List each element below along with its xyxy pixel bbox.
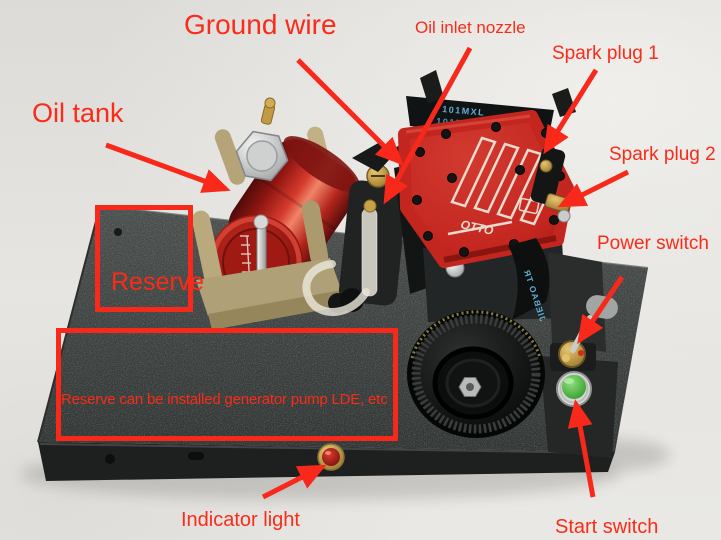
cover-badge [518,197,540,215]
tank-bracket-prong [214,129,246,185]
engine-assembly: 101MXL 101MXL [352,70,618,438]
indicator-light [317,443,345,471]
label-oil-inlet-nozzle: Oil inlet nozzle [415,18,526,37]
label-spark-plug-2: Spark plug 2 [609,144,716,165]
label-ground-wire: Ground wire [184,9,337,40]
arrow-oil-tank [105,142,231,193]
arrow-ground-wire [296,58,404,166]
fuel-tube-loop [302,260,370,316]
flywheel [407,310,545,438]
plate-hole [114,228,122,236]
arrow-spark-plug-2 [557,169,630,208]
valve-cover: OTTO [398,110,574,268]
timing-belt-side [508,238,550,320]
label-power-switch: Power switch [597,233,709,254]
reserve-highlight-box [95,205,193,312]
label-reserve: Reserve [111,268,205,296]
cover-brand-text: OTTO [459,217,495,238]
arrow-indicator-light [261,464,327,500]
engine-tab [420,70,444,104]
tank-bracket-prong [191,210,223,286]
tank-nozzle [260,97,276,125]
tank-bracket-base [196,258,342,316]
spark-plug-1 [539,159,553,173]
label-spark-plug-1: Spark plug 1 [552,43,659,64]
label-indicator-light: Indicator light [181,509,300,531]
oil-tank-assembly [191,97,361,330]
plate-left-edge [37,205,101,443]
arrow-oil-inlet-nozzle [383,46,473,205]
front-slot [188,452,204,460]
label-oil-tank: Oil tank [32,98,124,128]
label-reserve-note: Reserve can be installed generator pump … [61,391,388,408]
belt-marking-top: 101MXL [442,104,486,118]
arrow-spark-plug-1 [543,68,599,155]
reserve-area-highlight-box [56,328,398,441]
tank-bracket-prong [301,200,329,266]
flywheel-knurl [411,314,541,434]
front-hole [105,454,115,464]
oil-inlet-nozzle-fitting [363,199,377,213]
label-start-switch: Start switch [555,516,659,538]
arrow-start-switch [567,399,596,498]
arrow-power-switch [577,275,625,345]
